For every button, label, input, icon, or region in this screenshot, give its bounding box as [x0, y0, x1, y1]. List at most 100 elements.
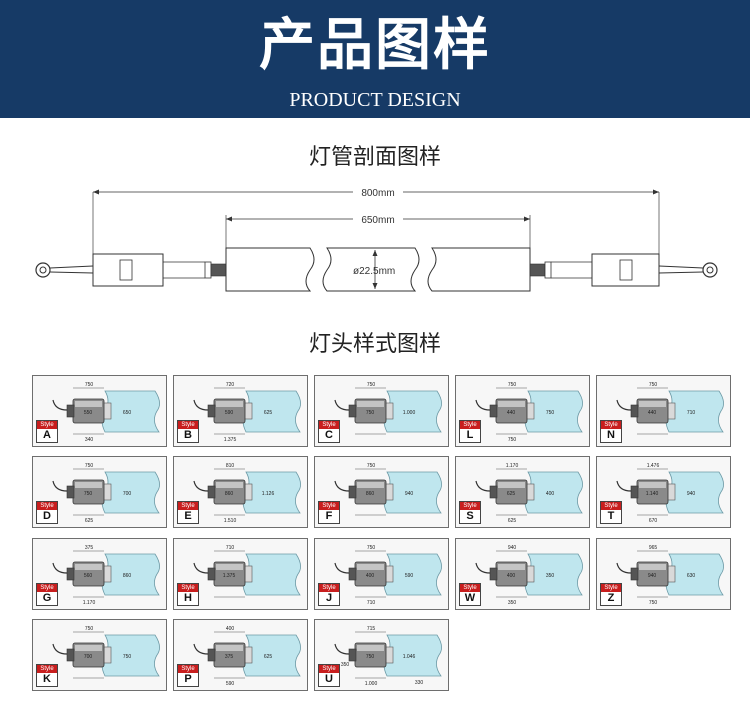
dimension-label: 440 — [648, 410, 657, 416]
dimension-label: 670 — [649, 518, 658, 524]
dimension-label: 625 — [507, 491, 516, 497]
dimension-label: 1.375 — [224, 437, 237, 443]
dimension-label: 710 — [367, 600, 376, 606]
style-badge-letter: S — [466, 510, 474, 522]
style-badge-letter: L — [466, 429, 474, 441]
style-badge-letter: T — [607, 510, 615, 522]
style-badge-label: Style — [460, 421, 480, 429]
dimension-label: 860 — [366, 491, 375, 497]
style-badge-label: Style — [319, 584, 339, 592]
dimension-label: 340 — [85, 437, 94, 443]
banner-subtitle: PRODUCT DESIGN — [289, 89, 461, 111]
style-badge-label: Style — [37, 502, 57, 510]
dimension-label: 1.476 — [647, 463, 660, 469]
dimension-label: 700 — [123, 491, 132, 497]
style-badge-label: Style — [601, 421, 621, 429]
dimension-label: 1.510 — [224, 518, 237, 524]
style-badge-letter: N — [607, 429, 615, 441]
style-badge-label: Style — [37, 421, 57, 429]
dimension-label: 700 — [84, 654, 93, 660]
style-badge-letter: B — [184, 429, 192, 441]
style-badge-letter: P — [184, 673, 192, 685]
style-badge-letter: C — [325, 429, 333, 441]
dimension-label: 940 — [687, 491, 696, 497]
dimension-label: 750 — [649, 382, 658, 388]
style-badge-label: Style — [178, 584, 198, 592]
dimension-label: 750 — [367, 545, 376, 551]
style-badge-letter: D — [43, 510, 51, 522]
dimension-label: 1.140 — [646, 491, 659, 497]
dimension-label: 750 — [366, 654, 375, 660]
dimension-label: 625 — [85, 518, 94, 524]
dimension-label: 750 — [546, 410, 555, 416]
dimension-label: 710 — [226, 545, 235, 551]
dimension-label: 750 — [123, 654, 132, 660]
style-badge-letter: H — [184, 592, 192, 604]
dimension-label: 350 — [546, 573, 555, 579]
dimension-label: 630 — [687, 573, 696, 579]
dimension-label: 375 — [85, 545, 94, 551]
header-banner: 产品图样 PRODUCT DESIGN — [0, 0, 750, 118]
style-badge-label: Style — [601, 502, 621, 510]
dimension-label: 750 — [649, 600, 658, 606]
dimension-label: 750 — [84, 491, 93, 497]
dimension-label: 750 — [508, 437, 517, 443]
cap-drawing: 750 700 750 — [52, 626, 160, 679]
dim-label-total: 800mm — [361, 188, 394, 199]
style-badge-label: Style — [178, 502, 198, 510]
dimension-label: 590 — [405, 573, 414, 579]
style-badge-label: Style — [460, 584, 480, 592]
dimension-label: 1.046 — [403, 654, 416, 660]
dim-label-diameter: ø22.5mm — [353, 266, 395, 277]
dimension-label: 810 — [226, 463, 235, 469]
style-badge-label: Style — [37, 665, 57, 673]
dimension-label: 400 — [366, 573, 375, 579]
style-badge-label: Style — [178, 665, 198, 673]
dimension-label: 720 — [226, 382, 235, 388]
style-badge-label: Style — [319, 502, 339, 510]
style-badge-letter: W — [464, 592, 476, 604]
style-badge-label: Style — [460, 502, 480, 510]
dimension-label: 940 — [648, 573, 657, 579]
dimension-label: 750 — [85, 626, 94, 632]
section-title-lamp-profile: 灯管剖面图样 — [308, 145, 441, 170]
dimension-label: 750 — [366, 410, 375, 416]
dimension-label: 750 — [367, 382, 376, 388]
dimension-label: 940 — [508, 545, 517, 551]
dimension-label: 1.170 — [83, 600, 96, 606]
dimension-label: 375 — [225, 654, 234, 660]
style-badge-letter: F — [325, 510, 333, 522]
dimension-label: 400 — [546, 491, 555, 497]
cap-drawing: 750 400 590 710 — [334, 545, 442, 606]
